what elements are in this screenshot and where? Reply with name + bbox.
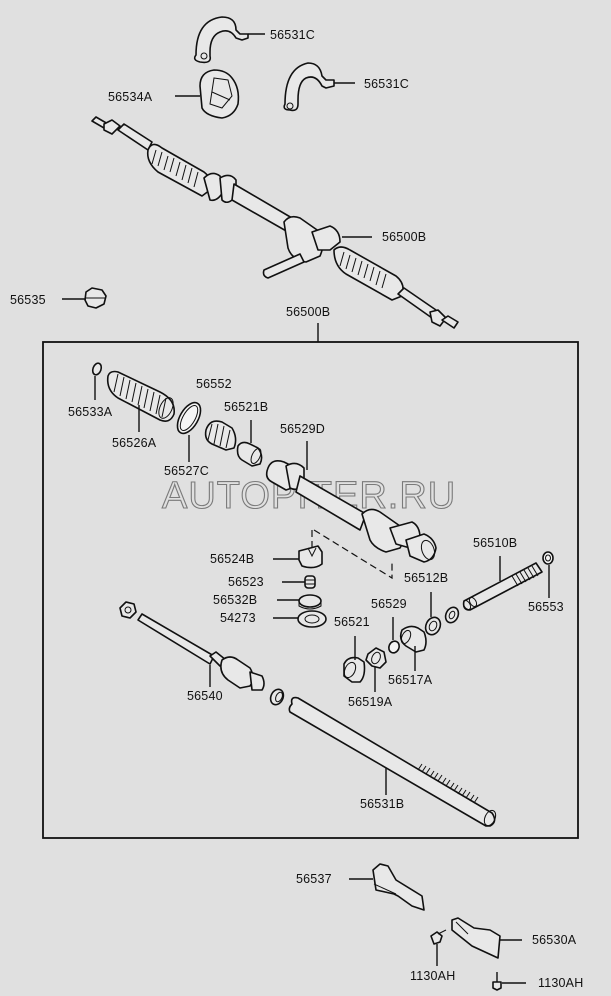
assembly-guide-lines xyxy=(311,529,393,580)
rack-part[interactable] xyxy=(288,696,498,828)
nut-part[interactable] xyxy=(84,287,107,309)
label-clip-large: 56527C xyxy=(164,464,209,478)
spring-part[interactable] xyxy=(204,420,237,451)
pinion-part[interactable] xyxy=(462,562,543,611)
pinion-snap-part[interactable] xyxy=(542,551,554,565)
bearing-part[interactable] xyxy=(399,625,427,653)
label-bearing: 56517A xyxy=(388,673,433,687)
label-nut: 56535 xyxy=(10,293,46,307)
label-bellows: 56526A xyxy=(112,436,157,450)
bolt-left-part[interactable] xyxy=(430,929,447,945)
label-bush-b: 56521 xyxy=(334,615,370,629)
clamp-top-part[interactable] xyxy=(193,16,249,64)
exploded-view-frame xyxy=(42,341,579,839)
bolt-right-part[interactable] xyxy=(492,972,502,991)
label-pinion-bearing: 56512B xyxy=(404,571,448,585)
group-label: 56500B xyxy=(286,305,330,319)
tie-rod-ring-part[interactable] xyxy=(268,687,286,707)
label-bushing: 56534A xyxy=(108,90,153,104)
label-plug-nut: 56519A xyxy=(348,695,393,709)
label-shield-upper: 56537 xyxy=(296,872,332,886)
plug-nut-part[interactable] xyxy=(365,647,387,669)
tie-rod-part[interactable] xyxy=(119,601,265,691)
pinion-bearing-part[interactable] xyxy=(423,615,443,637)
label-clamp-right: 56531C xyxy=(364,77,409,91)
label-shield-lower: 56530A xyxy=(532,933,577,947)
label-bolt-right: 1130AH xyxy=(538,976,583,990)
label-pinion-snap: 56553 xyxy=(528,600,564,614)
band-part[interactable] xyxy=(91,362,103,376)
label-yoke-spring: 56523 xyxy=(228,575,264,589)
label-yoke: 56524B xyxy=(210,552,254,566)
label-pinion: 56510B xyxy=(473,536,517,550)
label-oil-seal: 56529 xyxy=(371,597,407,611)
yoke-part[interactable] xyxy=(298,545,323,569)
shield-lower-part[interactable] xyxy=(451,917,501,959)
lock-nut-part[interactable] xyxy=(297,610,327,628)
label-bush-a: 56521B xyxy=(224,400,268,414)
bellows-part[interactable] xyxy=(106,370,176,422)
label-rack: 56531B xyxy=(360,797,404,811)
label-tie-rod: 56540 xyxy=(187,689,223,703)
label-clamp-top: 56531C xyxy=(270,28,315,42)
label-gear-assembly: 56500B xyxy=(382,230,426,244)
clamp-right-part[interactable] xyxy=(283,62,335,112)
label-band: 56533A xyxy=(68,405,113,419)
label-bolt-left: 1130AH xyxy=(410,969,455,983)
yoke-spring-part[interactable] xyxy=(304,575,316,589)
label-yoke-plug: 56532B xyxy=(213,593,257,607)
yoke-plug-part[interactable] xyxy=(298,594,322,610)
clip-large-part[interactable] xyxy=(173,399,206,437)
label-lock-nut: 54273 xyxy=(220,611,256,625)
bush-a-part[interactable] xyxy=(236,441,264,467)
bush-b-part[interactable] xyxy=(342,656,366,683)
oil-seal-part[interactable] xyxy=(387,639,401,654)
washer-part[interactable] xyxy=(443,605,461,625)
gear-assembly-part[interactable] xyxy=(91,116,459,329)
housing-part[interactable] xyxy=(265,460,437,563)
bushing-part[interactable] xyxy=(199,69,240,119)
label-spring: 56552 xyxy=(196,377,232,391)
shield-upper-part[interactable] xyxy=(372,863,425,911)
label-seal: 56529D xyxy=(280,422,325,436)
